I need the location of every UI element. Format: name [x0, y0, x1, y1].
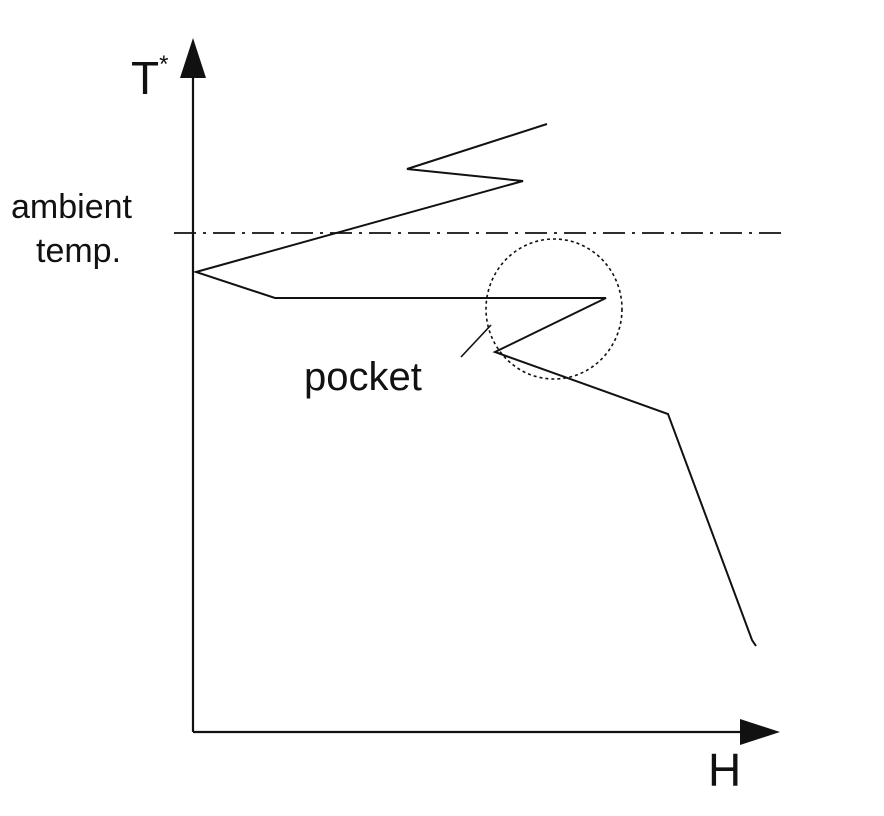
ambient-temp-label-line2: temp.: [36, 232, 121, 270]
pocket-label: pocket: [304, 355, 422, 399]
y-axis-label: T*: [131, 51, 168, 104]
ambient-temp-label-line1: ambient: [11, 188, 133, 226]
y-axis-label-superscript: *: [159, 51, 168, 78]
x-axis-arrowhead: [740, 719, 780, 745]
grand-composite-curve: [192, 123, 757, 647]
pocket-leader-line: [460, 324, 492, 358]
x-axis-label: H: [708, 744, 741, 796]
y-axis-arrowhead: [180, 38, 206, 78]
pocket-circle: [485, 238, 623, 380]
